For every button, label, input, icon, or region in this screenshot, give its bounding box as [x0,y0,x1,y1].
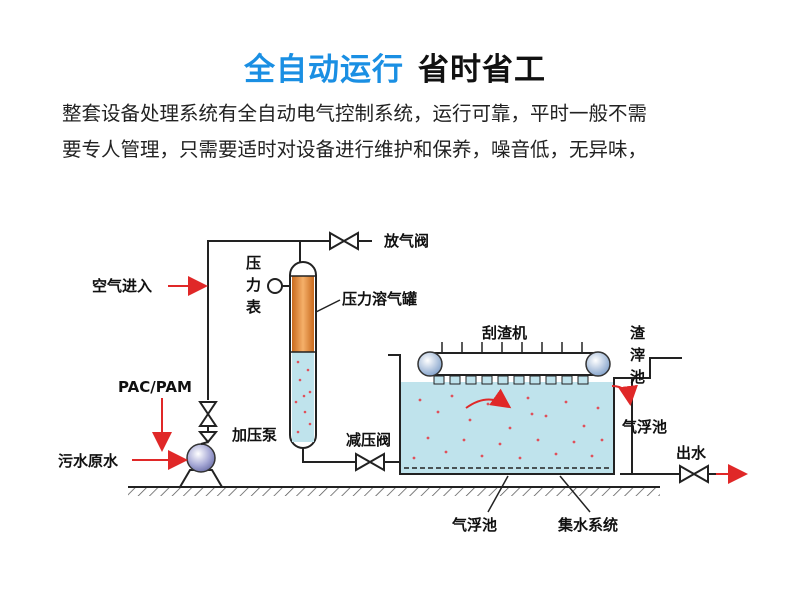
booster-pump-icon [178,441,224,488]
air-inlet-label: 空气进入 [92,277,152,295]
check-valve-icon [197,401,219,444]
relief-valve-label: 减压阀 [346,431,391,449]
scraper-label: 刮渣机 [482,324,527,342]
scum-tank-wall [616,357,682,379]
outlet-label: 出水 [676,444,707,462]
pac-pam-label: PAC/PAM [118,378,192,396]
scum-tank-label-3: 池 [630,368,645,386]
scum-arrow [611,384,638,406]
flotation-tank-bottom-label: 气浮池 [451,516,497,534]
description-line-1: 整套设备处理系统有全自动电气控制系统，运行可靠，平时一般不需 [62,102,648,125]
pressure-gauge-label-3: 表 [246,298,262,316]
pressure-gauge-label-1: 压 [246,254,261,272]
page-title: 全自动运行省时省工 [0,44,790,89]
scraper [417,342,611,385]
description-line-2: 要专人管理，只需要适时对设备进行维护和保养，噪音低，无异味， [62,138,648,161]
booster-pump-label: 加压泵 [231,426,277,444]
raw-sewage-label: 污水原水 [58,452,119,470]
air-pipe [207,240,372,400]
vent-valve-icon [329,231,359,251]
outlet-valve-icon [679,464,709,484]
water-collection-label: 集水系统 [557,516,618,534]
ground [128,486,660,496]
title-main: 省时省工 [418,52,546,88]
scraper-wheel-left-icon [417,351,443,377]
pressure-gauge-label-2: 力 [246,276,261,294]
scum-tank-label-2: 滓 [630,346,645,364]
pressure-gauge-icon [267,278,292,294]
scraper-wheel-right-icon [585,351,611,377]
dissolved-air-tank-label: 压力溶气罐 [342,290,417,308]
vent-valve-label: 放气阀 [383,232,429,250]
dissolved-air-tank [289,261,317,449]
flotation-tank-right-label: 气浮池 [621,418,667,436]
flow-arrow [465,388,512,409]
scum-tank-label-1: 渣 [630,324,646,342]
relief-valve-icon [355,452,385,472]
title-highlight: 全自动运行 [244,52,404,88]
